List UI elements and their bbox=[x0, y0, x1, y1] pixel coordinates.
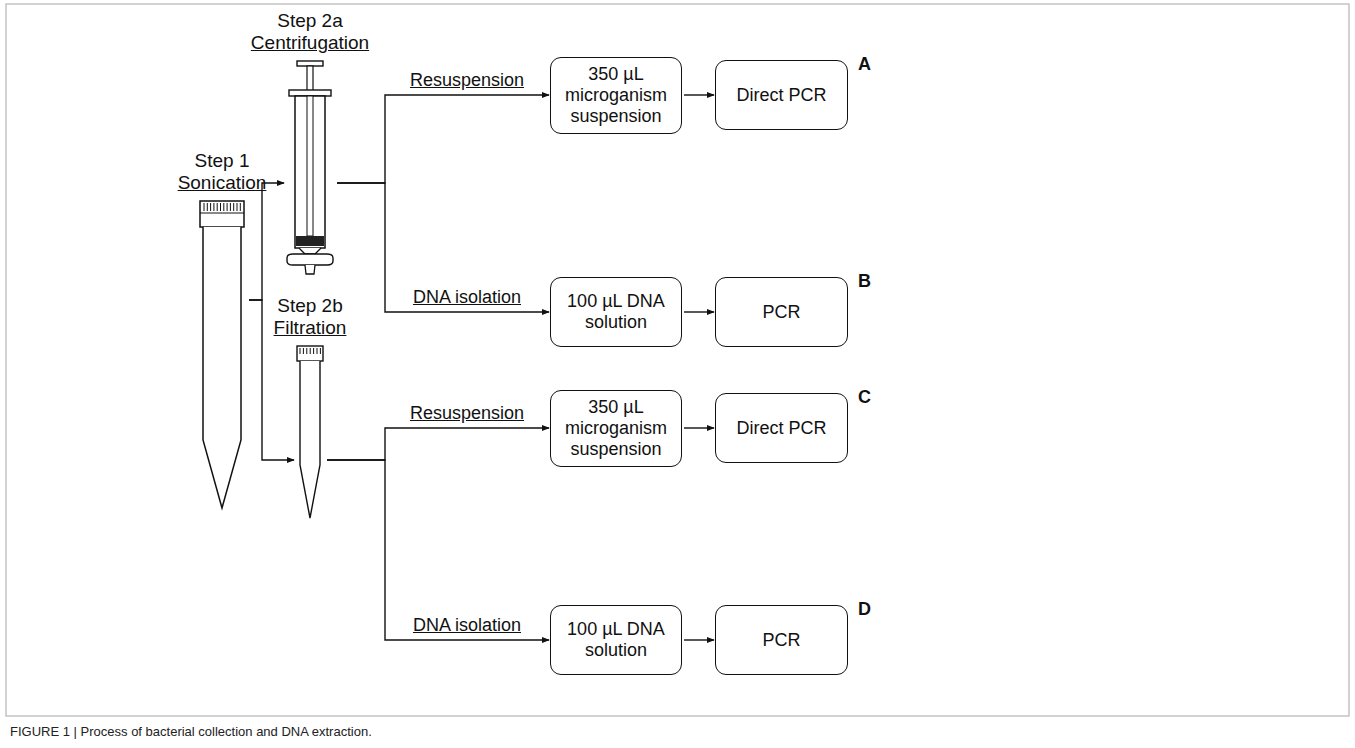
box-text: 100 µL DNA solution bbox=[563, 291, 669, 333]
step-number: Step 2a bbox=[251, 10, 369, 32]
process-box: 100 µL DNA solution bbox=[550, 605, 682, 675]
edge-label: Resuspension bbox=[408, 403, 526, 424]
panel-letter: B bbox=[858, 271, 871, 292]
step-heading: Step 2aCentrifugation bbox=[251, 10, 369, 60]
flow-arrow bbox=[684, 427, 714, 428]
process-box: 100 µL DNA solution bbox=[550, 277, 682, 347]
flow-arrow bbox=[684, 311, 714, 312]
step-number: Step 2b bbox=[274, 295, 347, 317]
flow-arrow bbox=[327, 428, 549, 460]
process-box: 350 µL microganism suspension bbox=[550, 57, 682, 134]
syringe-filter bbox=[285, 60, 335, 275]
step-heading: Step 1Sonication bbox=[178, 150, 267, 200]
step-number: Step 1 bbox=[178, 150, 267, 172]
process-box: 350 µL microganism suspension bbox=[550, 390, 682, 467]
panel-letter: D bbox=[858, 599, 871, 620]
flow-arrow bbox=[337, 95, 549, 183]
filter-tube bbox=[295, 345, 325, 520]
box-text: 100 µL DNA solution bbox=[563, 619, 669, 661]
flow-arrow bbox=[684, 639, 714, 640]
edge-label: Resuspension bbox=[408, 70, 526, 91]
step-illustration: Step 2bFiltration bbox=[295, 345, 325, 520]
box-text: Direct PCR bbox=[736, 85, 826, 106]
step-name: Sonication bbox=[178, 172, 267, 194]
box-text: PCR bbox=[762, 630, 800, 651]
flow-arrow bbox=[684, 94, 714, 95]
panel-letter: A bbox=[858, 54, 871, 75]
panel-letter: C bbox=[858, 387, 871, 408]
step-illustration: Step 2aCentrifugation bbox=[285, 60, 335, 275]
frame-border bbox=[6, 4, 1349, 716]
process-box: Direct PCR bbox=[715, 60, 848, 130]
box-text: 350 µL microganism suspension bbox=[563, 64, 669, 127]
figure-caption: FIGURE 1 | Process of bacterial collecti… bbox=[10, 724, 372, 740]
box-text: 350 µL microganism suspension bbox=[563, 397, 669, 460]
process-box: Direct PCR bbox=[715, 393, 848, 463]
step-name: Filtration bbox=[274, 317, 347, 339]
box-text: PCR bbox=[762, 302, 800, 323]
flow-arrow bbox=[249, 183, 284, 300]
flow-arrow bbox=[337, 183, 549, 312]
flow-arrow bbox=[327, 460, 549, 640]
process-box: PCR bbox=[715, 605, 848, 675]
edge-label: DNA isolation bbox=[411, 287, 523, 308]
step-name: Centrifugation bbox=[251, 32, 369, 54]
edge-label: DNA isolation bbox=[411, 615, 523, 636]
step-heading: Step 2bFiltration bbox=[274, 295, 347, 345]
box-text: Direct PCR bbox=[736, 418, 826, 439]
step-illustration: Step 1Sonication bbox=[197, 200, 247, 510]
centrifuge-tube bbox=[197, 200, 247, 510]
process-box: PCR bbox=[715, 277, 848, 347]
